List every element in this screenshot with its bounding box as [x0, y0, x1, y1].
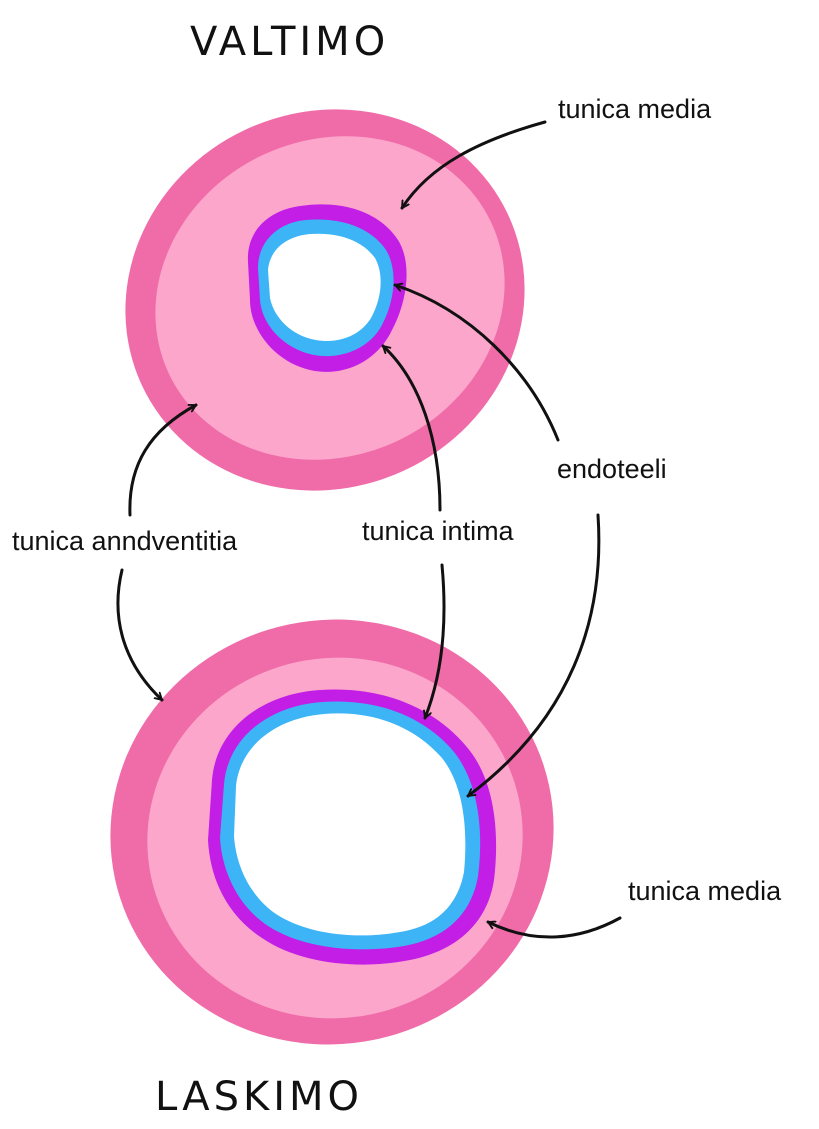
- label-tunica-adventitia: tunica anndventitia: [12, 526, 238, 556]
- label-tunica-media-bottom: tunica media: [628, 876, 782, 906]
- artery-cross-section: [62, 44, 587, 556]
- label-endoteeli: endoteeli: [557, 454, 667, 484]
- arrow-adventitia-vein: [118, 570, 162, 700]
- label-tunica-intima: tunica intima: [362, 516, 515, 546]
- label-tunica-media-top: tunica media: [558, 94, 712, 124]
- artery-title: VALTIMO: [190, 19, 389, 65]
- vein-lumen: [234, 713, 465, 935]
- vein-cross-section: [71, 578, 593, 1085]
- vein-title: LASKIMO: [155, 1074, 363, 1120]
